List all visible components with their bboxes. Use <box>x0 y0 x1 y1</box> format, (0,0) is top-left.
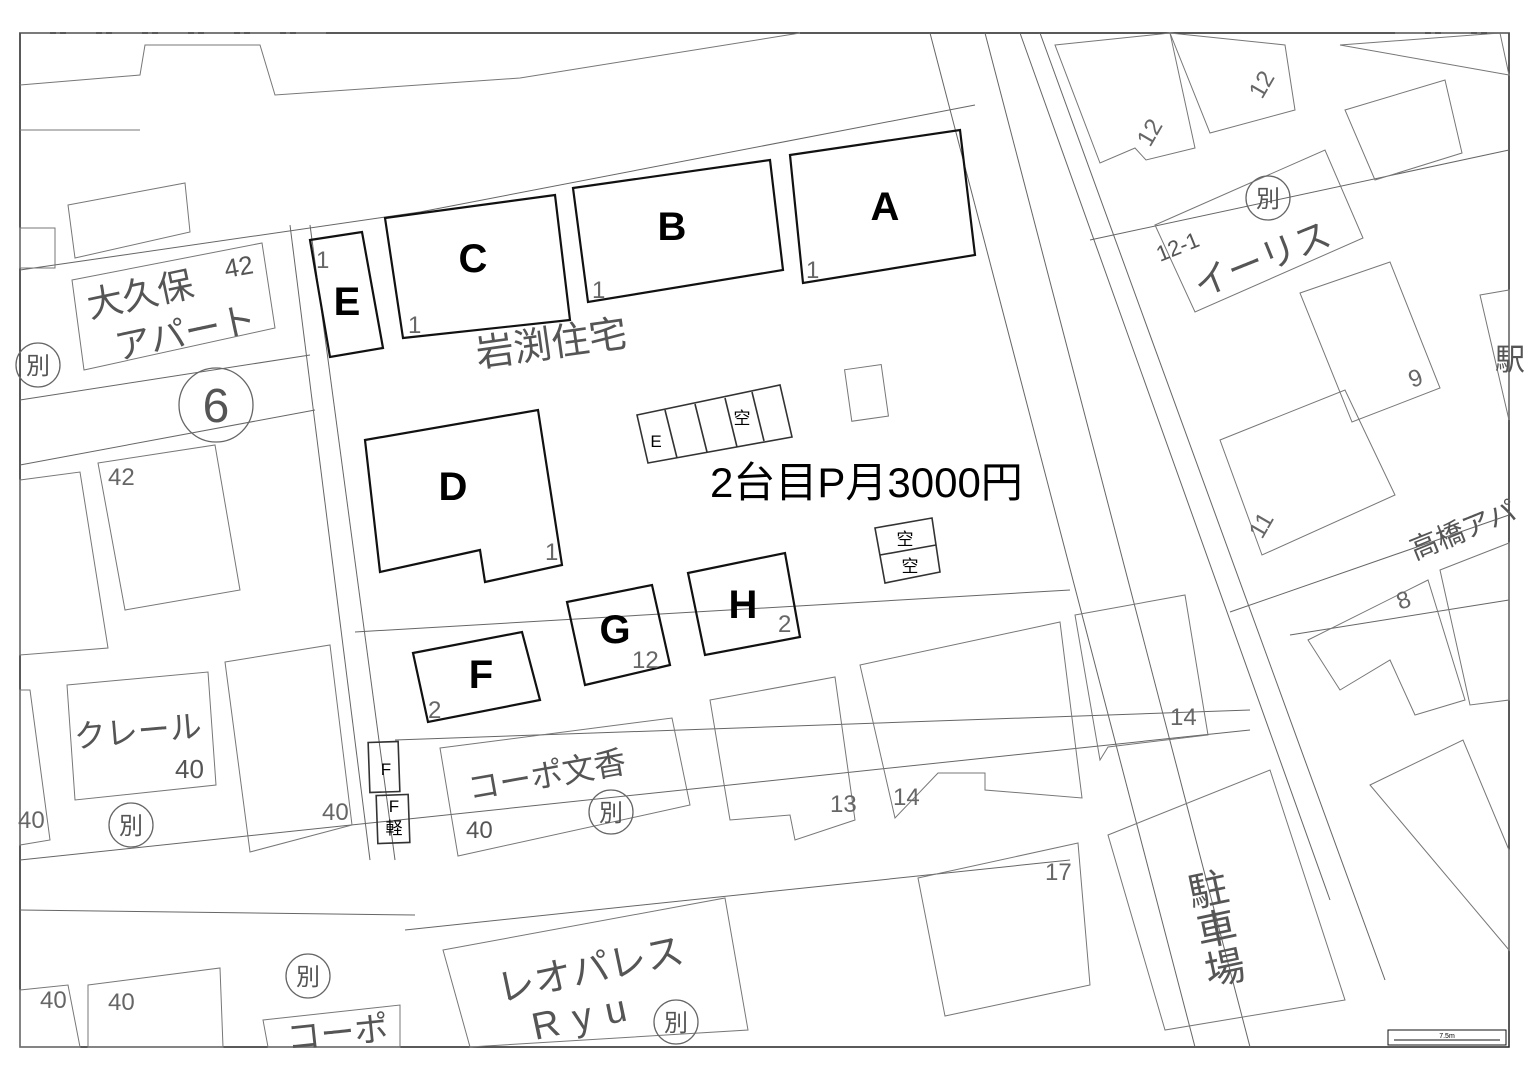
building-h-number: 2 <box>778 611 791 638</box>
vacant-slot-2: 空 <box>902 557 919 576</box>
lot-number-11: 11 <box>1244 508 1280 543</box>
building-g-number: 12 <box>632 647 659 674</box>
iwabuchi-label: 岩渕住宅 <box>473 313 629 376</box>
building-c-label: C <box>459 237 488 281</box>
clair-label: クレール <box>72 708 203 755</box>
lot-number-13: 13 <box>830 791 857 818</box>
lot-number-17: 17 <box>1045 859 1072 886</box>
f-slots <box>367 740 401 794</box>
building-c <box>383 193 572 340</box>
vacant-slots <box>874 517 941 584</box>
building-g <box>565 583 672 687</box>
lot-number-8: 8 <box>1393 586 1415 616</box>
building-h-label: H <box>729 583 758 627</box>
copo-label-2: コーポ <box>285 1010 390 1058</box>
building-b-label: B <box>658 205 687 249</box>
lot-number-40c: 40 <box>40 987 67 1014</box>
lot-number-40a: 40 <box>18 807 45 834</box>
target-buildings <box>308 128 977 724</box>
parking-row <box>636 384 793 464</box>
building-b-number: 1 <box>592 277 605 304</box>
vacant-slot-1: 空 <box>897 530 914 549</box>
building-e <box>308 230 385 359</box>
lot-number-12b: 12 <box>1244 66 1281 103</box>
lot-number-40d: 40 <box>108 989 135 1016</box>
copo-bunka-label: コーポ文香 <box>465 744 629 807</box>
lot-number-14a: 14 <box>893 784 920 811</box>
building-f <box>411 630 542 724</box>
parking-slot-e: E <box>650 432 661 451</box>
building-b <box>571 158 785 304</box>
lot-outlines <box>19 32 1510 1048</box>
building-f-label: F <box>469 653 493 697</box>
building-a-label: A <box>871 185 900 229</box>
scale-label: 7.5m <box>1439 1033 1455 1040</box>
building-h <box>686 551 802 657</box>
parking-slot-f-kei-letter: F <box>389 797 399 816</box>
irisu-label: イーリス <box>1188 213 1337 305</box>
bekki-label-2: 別 <box>1256 186 1280 213</box>
building-f-number: 2 <box>428 697 441 724</box>
building-d-number: 1 <box>545 539 558 566</box>
lot-number-42: 42 <box>108 464 135 491</box>
copo-bunka-number: 40 <box>466 817 493 844</box>
building-e-number: 1 <box>316 247 329 274</box>
bekki-label-6: 別 <box>664 1010 688 1037</box>
bekki-label-1: 別 <box>26 353 50 380</box>
parking-slot-f-kei-char: 軽 <box>386 819 403 838</box>
irisu-number: 12-1 <box>1153 227 1203 267</box>
building-e-label: E <box>334 280 361 324</box>
building-a-number: 1 <box>806 257 819 284</box>
parking-lot-label: 駐車場 <box>1178 865 1247 992</box>
building-d-label: D <box>439 465 468 509</box>
parking-slot-vacant: 空 <box>734 409 751 428</box>
annotation-circles <box>15 175 1291 1045</box>
cut-char-label: 駅 <box>1495 344 1525 377</box>
parking-note: 2台目P月3000円 <box>710 459 1023 506</box>
roads <box>19 32 1510 1048</box>
circle-6-label: 6 <box>203 380 230 433</box>
okubo-number: 42 <box>222 249 256 284</box>
parking-slots <box>367 384 941 845</box>
building-c-number: 1 <box>408 312 421 339</box>
lot-number-9: 9 <box>1405 364 1427 394</box>
building-g-label: G <box>599 608 630 652</box>
bekki-label-5: 別 <box>296 964 320 991</box>
bekki-label-4: 別 <box>599 800 623 827</box>
building-a <box>788 128 977 285</box>
lot-number-12a: 12 <box>1132 114 1169 151</box>
takahashi-label: 高橋アパ <box>1406 495 1521 565</box>
clair-number: 40 <box>175 754 204 784</box>
scale-bar: 7.5m <box>1387 1029 1507 1046</box>
parking-slot-f: F <box>381 760 391 779</box>
lot-number-14b: 14 <box>1170 704 1197 731</box>
bekki-label-3: 別 <box>119 813 143 840</box>
building-d <box>363 408 564 584</box>
lot-number-40b: 40 <box>322 799 349 826</box>
